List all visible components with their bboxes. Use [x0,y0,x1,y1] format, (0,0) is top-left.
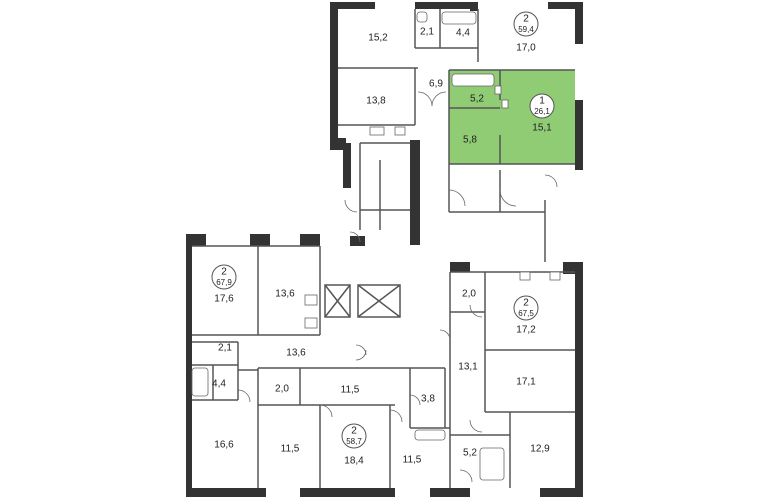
room-area: 12,9 [530,444,550,455]
apartment-badge-a2[interactable]: 1 26,1 [529,93,555,119]
room-area: 17,0 [516,43,536,54]
total-area: 26,1 [534,107,550,116]
rooms-count: 2 [221,267,227,278]
room-area: 11,5 [281,444,300,455]
room-area: 5,2 [470,94,484,105]
rooms-count: 2 [523,298,529,309]
apartment-badge-a3[interactable]: 2 67,9 [211,264,237,290]
fixtures [191,11,561,481]
room-area: 17,6 [214,294,234,305]
room-area: 5,2 [463,448,477,459]
walls [186,2,583,497]
room-area: 17,2 [516,325,536,336]
room-area: 15,2 [368,33,388,44]
apartment-badge-a4[interactable]: 2 67,5 [513,295,539,321]
room-area: 18,4 [344,456,364,467]
room-area: 4,4 [212,379,226,390]
room-labels: 15,2 2,1 4,4 17,0 6,9 13,8 5,2 5,8 15,1 … [212,27,552,467]
room-area: 11,5 [341,385,360,396]
room-area: 2,1 [420,27,434,38]
rooms-count: 1 [539,96,545,107]
room-area: 13,6 [286,348,306,359]
apartment-badge-a1[interactable]: 2 59,4 [513,11,539,37]
room-area: 3,8 [421,394,435,405]
total-area: 67,5 [518,309,534,318]
room-area: 11,5 [403,455,422,466]
room-area: 13,8 [366,96,386,107]
apartment-badge-a5[interactable]: 2 58,7 [341,423,367,449]
room-area: 2,1 [218,343,232,354]
room-area: 15,1 [532,123,552,134]
room-area: 13,1 [458,362,478,373]
total-area: 59,4 [518,25,534,34]
partitions [192,9,575,488]
total-area: 58,7 [346,437,362,446]
room-area: 17,1 [516,377,536,388]
room-area: 6,9 [429,79,443,90]
doors [237,91,558,483]
room-area: 4,4 [456,28,470,39]
rooms-count: 2 [351,426,357,437]
rooms-count: 2 [523,14,529,25]
room-area: 16,6 [214,440,234,451]
room-area: 13,6 [275,289,295,300]
room-area: 2,0 [462,289,476,300]
total-area: 67,9 [216,278,232,287]
room-area: 2,0 [275,384,289,395]
room-area: 5,8 [463,135,477,146]
